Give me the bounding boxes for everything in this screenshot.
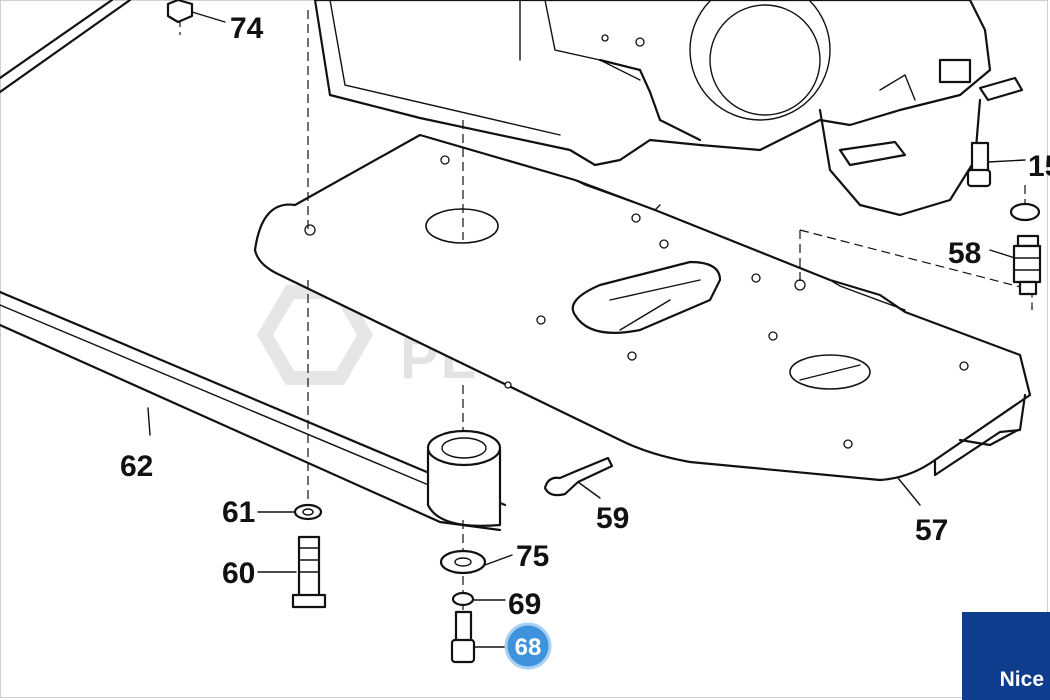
- callout-75: 75: [516, 540, 549, 573]
- callouts: 74 15 58 62 61 60 59 57 75 69: [120, 12, 1050, 621]
- base-plate: [253, 133, 1032, 482]
- brand-logo: Nice: [962, 612, 1050, 700]
- splined-hub: [426, 429, 502, 527]
- callout-60: 60: [222, 557, 255, 590]
- callout-57: 57: [915, 514, 948, 547]
- highlight-badge-68[interactable]: 68: [504, 622, 552, 670]
- base-rail: [0, 0, 507, 532]
- callout-58: 58: [948, 237, 981, 270]
- callout-68: 68: [515, 634, 542, 661]
- leader-lines: [147, 11, 1026, 648]
- fasteners: [166, 0, 1042, 664]
- callout-15: 15: [1028, 150, 1050, 183]
- motor-housing: [313, 0, 1024, 217]
- callout-62: 62: [120, 450, 153, 483]
- callout-61: 61: [222, 496, 255, 529]
- plate-hole: [425, 208, 499, 244]
- callout-59: 59: [596, 502, 629, 535]
- callout-74: 74: [230, 12, 264, 45]
- callout-69: 69: [508, 588, 541, 621]
- brand-name: Nice: [999, 668, 1044, 691]
